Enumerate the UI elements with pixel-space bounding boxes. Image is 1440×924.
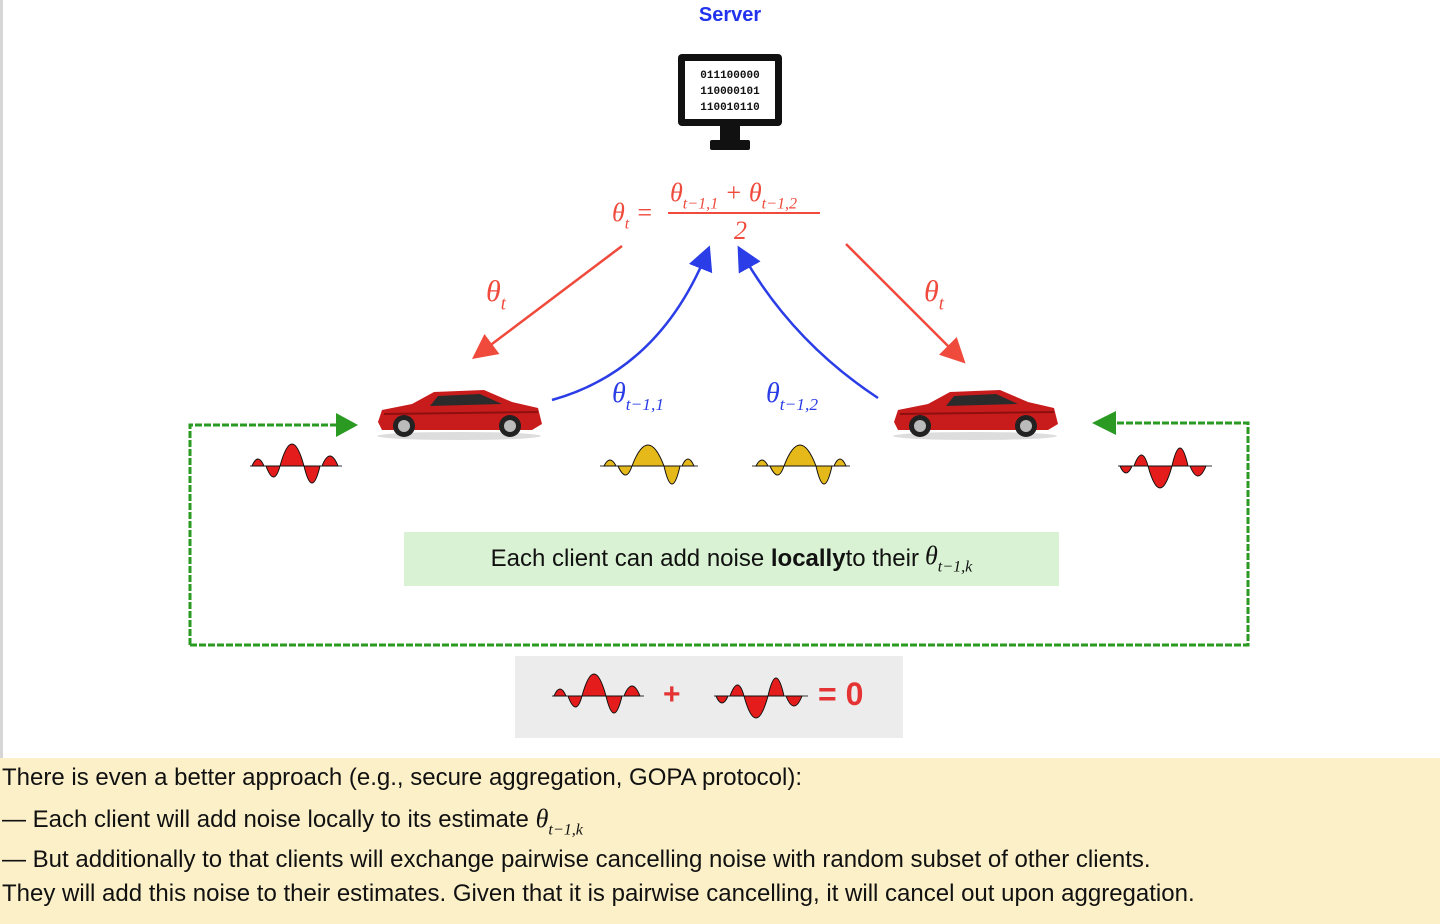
loop-arrowhead-right — [1092, 411, 1116, 435]
arrow-up-left — [551, 245, 713, 402]
theta-label-up-right: θt−1,2 — [766, 378, 819, 414]
equation-plus: + — [663, 678, 681, 711]
local-noise-note: Each client can add noise locally to the… — [404, 532, 1059, 586]
loop-left — [188, 423, 336, 645]
arrows-layer — [188, 243, 1250, 647]
left-border — [0, 0, 3, 760]
binary-line-1: 011100000 — [700, 70, 759, 82]
explanation-line-2: — Each client will add noise locally to … — [2, 804, 583, 839]
theta-label-down-left: θt — [486, 275, 506, 315]
car-icon-left — [377, 390, 542, 440]
server-label: Server — [698, 4, 762, 26]
theta-label-down-right: θt — [924, 275, 944, 315]
arrow-up-right — [737, 245, 879, 400]
explanation-panel: There is even a better approach (e.g., s… — [0, 758, 1440, 924]
formula-numerator: θt−1,1 + θt−1,2 — [670, 178, 798, 213]
note-bold: locally — [770, 545, 846, 572]
binary-line-3: 110010110 — [700, 102, 759, 114]
arrow-down-left — [472, 245, 623, 360]
loop-right — [190, 421, 1250, 647]
formula-denominator: 2 — [734, 216, 747, 245]
aggregation-formula: θt = θt−1,1 + θt−1,2 2 — [612, 178, 842, 245]
formula-lhs: θt = — [612, 198, 654, 233]
note-prefix: Each client can add noise — [490, 545, 765, 572]
arrow-down-right — [845, 243, 966, 364]
fraction-bar — [668, 212, 820, 214]
noise-wave-icon-left — [250, 443, 342, 484]
monitor-icon: 011100000 110000101 110010110 — [678, 54, 782, 150]
note-theta: θt−1,k — [924, 541, 973, 576]
loop-arrowhead-left — [336, 413, 358, 437]
noise-wave-icon-eq-b — [714, 677, 808, 719]
binary-line-2: 110000101 — [700, 86, 760, 98]
explanation-line-4: They will add this noise to their estima… — [2, 880, 1195, 907]
explanation-line-3: — But additionally to that clients will … — [2, 846, 1151, 873]
note-suffix: to their — [845, 545, 919, 572]
noise-wave-icon-right — [1118, 447, 1212, 489]
theta-label-up-left: θt−1,1 — [612, 378, 665, 414]
equation-result: = 0 — [818, 676, 864, 712]
gold-wave-icon-left — [600, 444, 698, 485]
gold-wave-icon-right — [752, 444, 850, 485]
noise-wave-icon-eq-a — [552, 673, 644, 714]
explanation-line-1: There is even a better approach (e.g., s… — [2, 764, 803, 791]
car-icon-right — [893, 390, 1058, 440]
